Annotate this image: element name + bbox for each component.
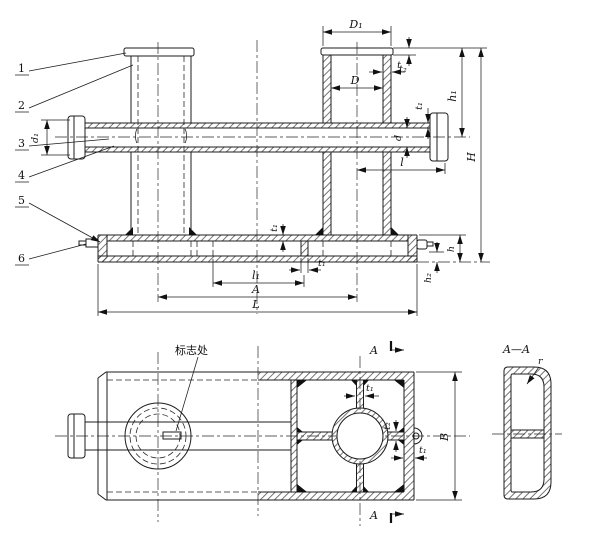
right-lug bbox=[416, 239, 428, 250]
dim-label-t: t bbox=[397, 60, 401, 71]
dim-label-h1: h₁ bbox=[446, 90, 459, 102]
left-post bbox=[123, 47, 195, 235]
fillet bbox=[391, 227, 399, 235]
dim-label-l: l bbox=[400, 156, 404, 169]
dim-label-L: L bbox=[251, 298, 259, 311]
section-a-a: A—A r bbox=[492, 343, 562, 500]
part-number-6: 6 bbox=[18, 252, 25, 265]
right-post-plan-section bbox=[297, 380, 423, 492]
cap-outer-circle bbox=[124, 402, 192, 470]
dim-label-t1-rib: t₁ bbox=[318, 258, 326, 269]
section-mid-rib bbox=[511, 430, 544, 438]
right-lug-pin bbox=[426, 241, 434, 247]
dim-label-t1-pipe: t₁ bbox=[414, 102, 425, 110]
cut-letter-bottom: A bbox=[369, 509, 378, 522]
dim-label-t2-mid-rib: t₂ bbox=[382, 422, 393, 430]
dim-label-d1: d₁ bbox=[30, 133, 41, 143]
part-labels: 1 2 3 4 5 6 bbox=[15, 52, 134, 266]
right-post bbox=[320, 47, 394, 235]
section-title: A—A bbox=[502, 343, 530, 356]
dim-label-B: B bbox=[438, 433, 451, 442]
fillet bbox=[125, 227, 133, 235]
base-plan-outline bbox=[97, 371, 415, 501]
dim-label-A: A bbox=[251, 283, 260, 296]
left-post-cap bbox=[123, 47, 195, 57]
pipe-left-flange bbox=[67, 115, 86, 160]
dim-label-r: r bbox=[538, 356, 544, 367]
part-number-2: 2 bbox=[18, 99, 25, 112]
pipe-post-intersection-curve bbox=[184, 128, 187, 144]
left-post-plan: 标志处 bbox=[124, 343, 208, 470]
dim-label-t1-wall: t₁ bbox=[419, 445, 427, 456]
dim-label-D: D bbox=[350, 74, 360, 87]
dim-label-h: h bbox=[446, 246, 457, 252]
fillet bbox=[189, 227, 197, 235]
side-lug-plan bbox=[413, 427, 423, 445]
mark-rectangle bbox=[162, 431, 182, 440]
pipe-flange-plan bbox=[67, 413, 86, 459]
plan-view: 标志处 bbox=[55, 341, 470, 526]
right-post-cap bbox=[320, 47, 394, 56]
dim-label-t1-top-rib: t₁ bbox=[366, 383, 374, 394]
pipe-post-intersection-curve bbox=[135, 128, 138, 144]
section-cut-indicators: A A bbox=[369, 341, 404, 523]
dim-label-H: H bbox=[465, 152, 478, 163]
pipe-plan bbox=[67, 413, 291, 459]
dim-label-t2-cap: t₂ bbox=[399, 64, 407, 75]
side-view: 1 2 3 4 5 6 D₁ bbox=[15, 18, 490, 316]
dim-label-l1: l₁ bbox=[252, 269, 260, 282]
cross-pipe bbox=[67, 112, 449, 162]
cut-letter-top: A bbox=[369, 344, 378, 357]
dim-label-t1-plate: t₁ bbox=[269, 224, 280, 232]
side-view-dimensions: D₁ t₂ D t h₁ H t₁ d bbox=[30, 18, 484, 316]
dim-label-h2: h₂ bbox=[423, 273, 434, 283]
part-number-1: 1 bbox=[18, 62, 25, 75]
dim-label-d: d bbox=[393, 135, 404, 141]
mark-location-label: 标志处 bbox=[175, 343, 208, 357]
part-number-3: 3 bbox=[18, 137, 25, 150]
plan-dimensions: t₁ t₂ t₁ B bbox=[344, 371, 462, 501]
dim-label-D1: D₁ bbox=[348, 18, 362, 31]
base bbox=[78, 227, 434, 263]
part-number-5: 5 bbox=[18, 194, 25, 207]
fillet bbox=[315, 227, 323, 235]
pipe-right-flange bbox=[429, 112, 449, 162]
part-number-4: 4 bbox=[18, 169, 25, 182]
